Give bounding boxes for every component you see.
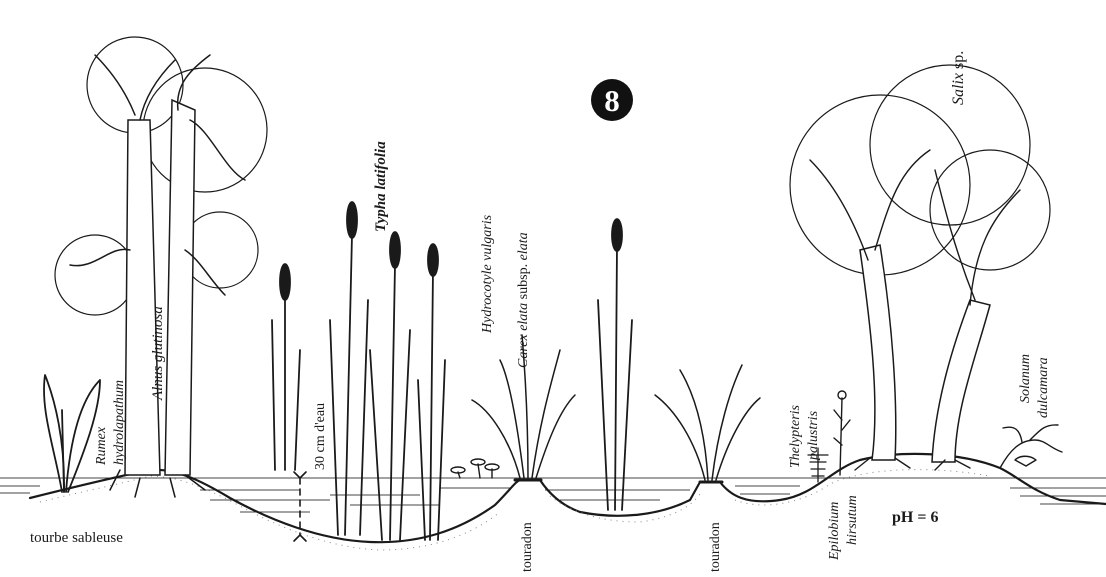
label-alnus-glutinosa: Alnus glutinosa [150,306,166,401]
water-ripples [0,485,1106,513]
label-epilobium-genus: Epilobium [827,502,842,561]
label-salix-genus: Salix [950,73,967,105]
salix-tree [789,64,1051,471]
rumex-plant [43,374,101,493]
typha-center [597,218,633,511]
label-water-depth: 30 cm d'eau [313,403,328,470]
label-carex-name: Carex elata [516,303,531,368]
label-salix-sp: sp. [950,51,967,73]
water-depth-marker [293,471,307,542]
label-rumex-species: hydrolapathum [112,380,127,465]
carex-tussock-1 [471,334,576,482]
thelypteris-fern [807,447,829,483]
label-epilobium-species: hirsutum [845,495,860,545]
hydrocotyle-plants [450,458,500,479]
label-carex-sub-name: elata [516,232,531,260]
label-salix: Salix sp. [950,51,967,105]
label-touradon-1: touradon [520,522,535,572]
alnus-tree [54,36,268,498]
typha-cluster-left [271,201,446,541]
figure-number: 8 [604,83,620,118]
solanum-plant [999,424,1063,469]
label-solanum-species: dulcamara [1036,357,1051,418]
label-rumex-genus: Rumex [94,426,109,466]
label-hydrocotyle-vulgaris: Hydrocotyle vulgaris [480,214,495,334]
figure-number-badge: 8 [591,79,633,121]
carex-tussock-2 [654,364,761,484]
label-thelypteris-genus: Thelypteris [788,404,803,468]
label-typha-latifolia: Typha latifolia [373,141,389,232]
label-touradon-2: touradon [708,522,723,572]
epilobium-plant [833,390,851,476]
label-solanum-genus: Solanum [1018,354,1033,403]
label-carex-elata: Carex elata subsp. elata [516,232,531,368]
label-tourbe-sableuse: tourbe sableuse [30,530,123,546]
label-ph: pH = 6 [892,509,938,526]
label-carex-sub: subsp. [516,260,531,302]
label-thelypteris-species: palustris [806,410,821,461]
ground-profile [28,452,1106,544]
